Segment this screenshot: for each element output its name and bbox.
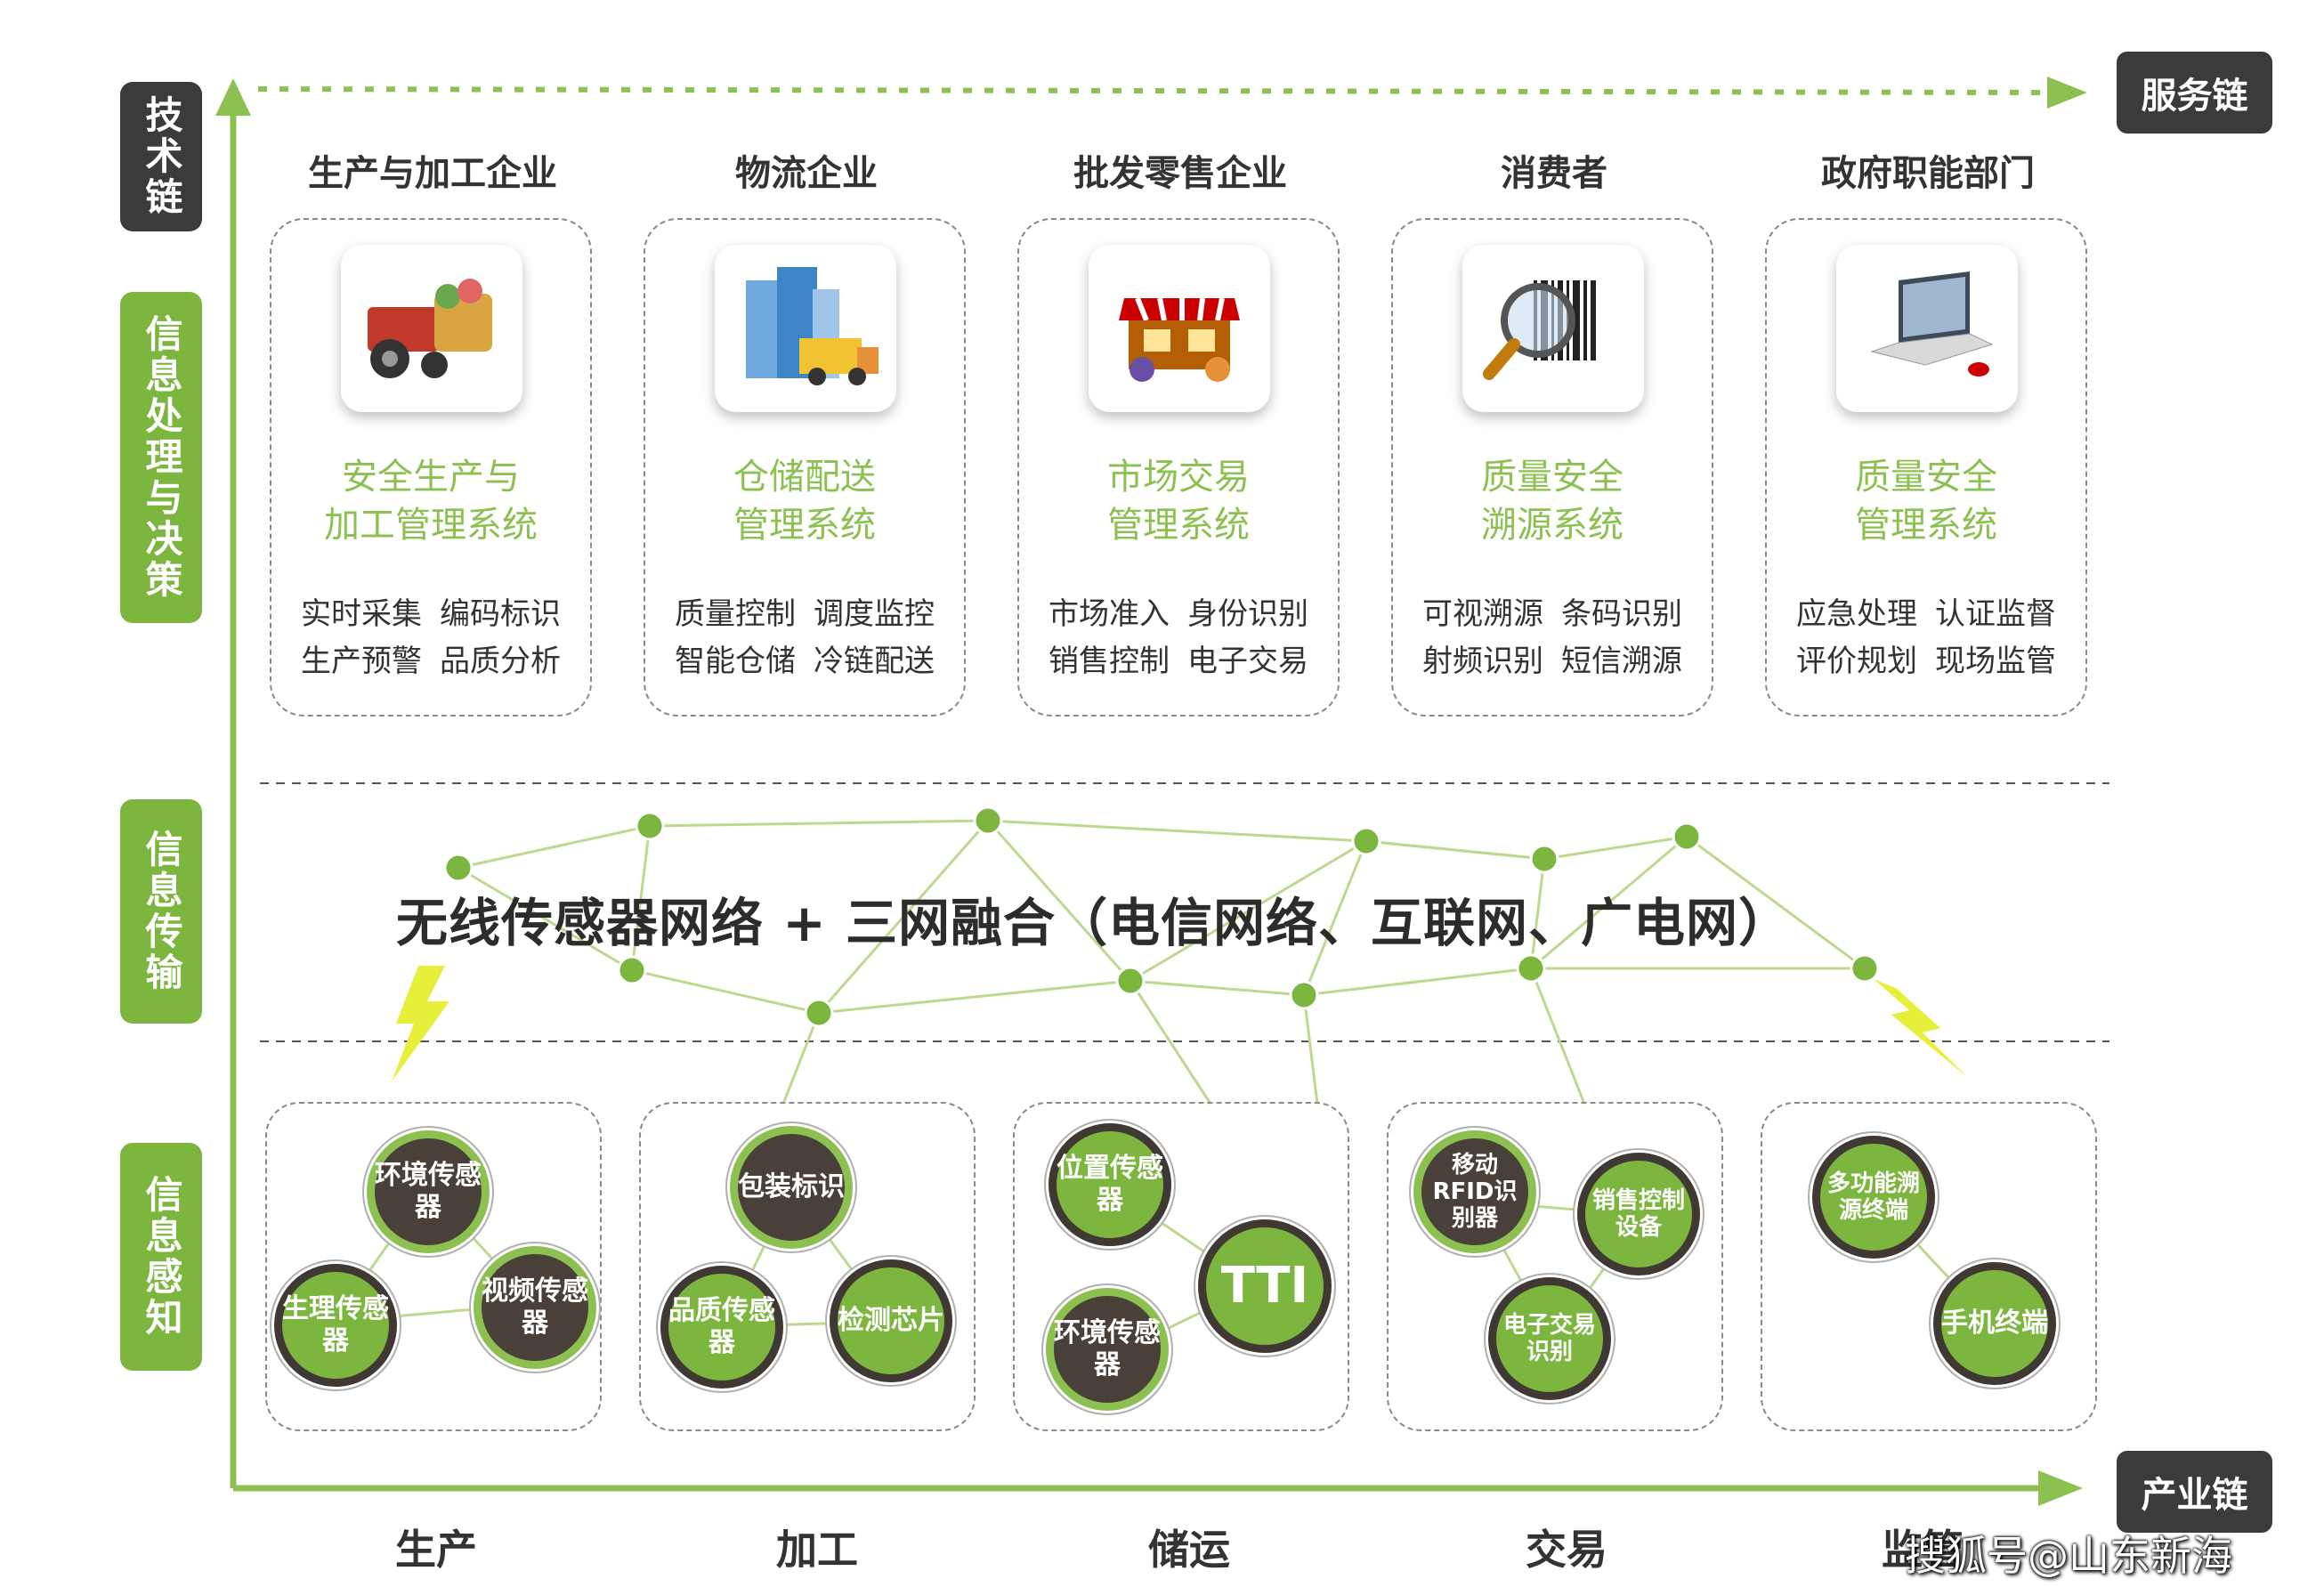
stage-label: 交易	[1526, 1526, 1607, 1574]
sensor-node: 包装标识	[730, 1126, 853, 1249]
stakeholder-logistics: 物流企业	[735, 153, 878, 194]
sensor-group-supervision: 多功能溯源终端 手机终端	[1761, 1102, 2097, 1431]
network-nodes	[443, 806, 1880, 1028]
sensor-node: 移动RFID识别器	[1413, 1130, 1536, 1253]
layer-label-processing: 信息处理与决策	[120, 292, 202, 623]
layer-label-transmission: 信息传输	[120, 799, 202, 1024]
tractor-produce-icon	[341, 245, 522, 412]
system-card-consumer: 质量安全溯源系统 可视溯源条码识别 射频识别短信溯源	[1391, 218, 1713, 717]
feature-row: 销售控制电子交易	[1049, 644, 1308, 679]
sensor-node: 环境传感器	[1046, 1288, 1169, 1411]
barcode-magnifier-icon	[1462, 245, 1644, 412]
feature-row: 实时采集编码标识	[301, 596, 561, 632]
system-card-government: 质量安全管理系统 应急处理认证监督 评价规划现场监管	[1765, 218, 2087, 717]
stakeholder-consumer: 消费者	[1501, 153, 1607, 194]
network-node	[1115, 966, 1146, 996]
feature-row: 射频识别短信溯源	[1422, 644, 1682, 679]
network-node	[1850, 953, 1880, 984]
network-node	[1516, 953, 1546, 984]
sensor-node: 手机终端	[1933, 1262, 2056, 1385]
lightning-icon	[1874, 979, 1967, 1077]
sensor-node: 检测芯片	[830, 1259, 952, 1382]
feature-row: 生产预警品质分析	[301, 644, 561, 679]
laptop-mouse-icon	[1836, 245, 2018, 412]
system-card-logistics: 仓储配送管理系统 质量控制调度监控 智能仓储冷链配送	[644, 218, 966, 717]
system-card-retail: 市场交易管理系统 市场准入身份识别 销售控制电子交易	[1017, 218, 1340, 717]
stakeholder-retail: 批发零售企业	[1073, 153, 1287, 194]
sensor-node: 视频传感器	[474, 1246, 596, 1369]
sensor-node: 品质传感器	[660, 1266, 783, 1389]
system-name: 市场交易管理系统	[1107, 457, 1250, 546]
network-node	[973, 806, 1003, 836]
sensor-group-processing: 包装标识 品质传感器 检测芯片	[639, 1102, 976, 1431]
stage-label: 加工	[776, 1526, 858, 1574]
feature-row: 市场准入身份识别	[1049, 596, 1308, 632]
stakeholder-production: 生产与加工企业	[308, 153, 557, 194]
service-chain-tag: 服务链	[2117, 52, 2272, 134]
tech-chain-label: 技术链	[120, 82, 202, 231]
industry-chain-tag: 产业链	[2117, 1451, 2272, 1533]
service-chain-arrowhead	[2047, 77, 2087, 109]
lightning-icon	[392, 966, 449, 1081]
network-label: 无线传感器网络 + 三网融合（电信网络、互联网、广电网）	[396, 893, 1791, 953]
market-store-icon	[1089, 245, 1270, 412]
network-node	[804, 998, 834, 1028]
feature-row: 可视溯源条码识别	[1422, 596, 1682, 632]
sensor-node: 环境传感器	[367, 1130, 490, 1253]
network-node	[1672, 822, 1702, 852]
system-name: 仓储配送管理系统	[733, 457, 876, 546]
sensor-group-production: 环境传感器 生理传感器 视频传感器	[265, 1102, 602, 1431]
network-node	[635, 811, 665, 841]
vertical-axis-arrowhead	[215, 78, 251, 116]
stage-label: 储运	[1148, 1526, 1230, 1574]
sensor-links	[723, 1187, 893, 1328]
warehouse-truck-icon	[715, 245, 896, 412]
network-node	[617, 955, 647, 985]
feature-row: 应急处理认证监督	[1796, 596, 2056, 632]
system-name: 质量安全管理系统	[1855, 457, 1997, 546]
sensor-links	[1872, 1195, 1996, 1328]
network-node	[1529, 844, 1559, 874]
sensor-links	[330, 1186, 538, 1324]
sensor-node: TTI	[1198, 1219, 1332, 1353]
sensor-group-trading: 移动RFID识别器 销售控制设备 电子交易识别	[1387, 1102, 1723, 1431]
sensor-links	[1476, 1200, 1645, 1342]
system-name: 安全生产与加工管理系统	[324, 457, 538, 546]
network-node	[1351, 826, 1381, 856]
layer-label-sensing: 信息感知	[120, 1143, 202, 1371]
sensor-node: 生理传感器	[274, 1264, 397, 1387]
sensor-node: 电子交易识别	[1488, 1277, 1611, 1400]
stage-label: 监管	[1882, 1526, 1964, 1574]
feature-row: 质量控制调度监控	[675, 596, 935, 632]
network-node	[1289, 980, 1319, 1010]
sensor-node: 多功能溯源终端	[1812, 1136, 1935, 1259]
system-card-production: 安全生产与加工管理系统 实时采集编码标识 生产预警品质分析	[270, 218, 592, 717]
sensor-node: 位置传感器	[1049, 1123, 1171, 1246]
stakeholder-government: 政府职能部门	[1821, 153, 2035, 194]
system-name: 质量安全溯源系统	[1481, 457, 1624, 546]
service-chain-arrow	[257, 86, 2048, 95]
sensor-node: 销售控制设备	[1577, 1153, 1700, 1275]
network-node	[443, 853, 474, 883]
feature-row: 智能仓储冷链配送	[675, 644, 935, 679]
sensor-group-storage: 位置传感器 TTI 环境传感器	[1013, 1102, 1349, 1431]
watermark: 搜狐号@山东新海	[1905, 1532, 2232, 1580]
horizontal-axis-arrowhead	[2038, 1470, 2083, 1506]
feature-row: 评价规划现场监管	[1796, 644, 2056, 679]
stage-label: 生产	[395, 1526, 477, 1574]
network-mesh	[458, 819, 1866, 1105]
